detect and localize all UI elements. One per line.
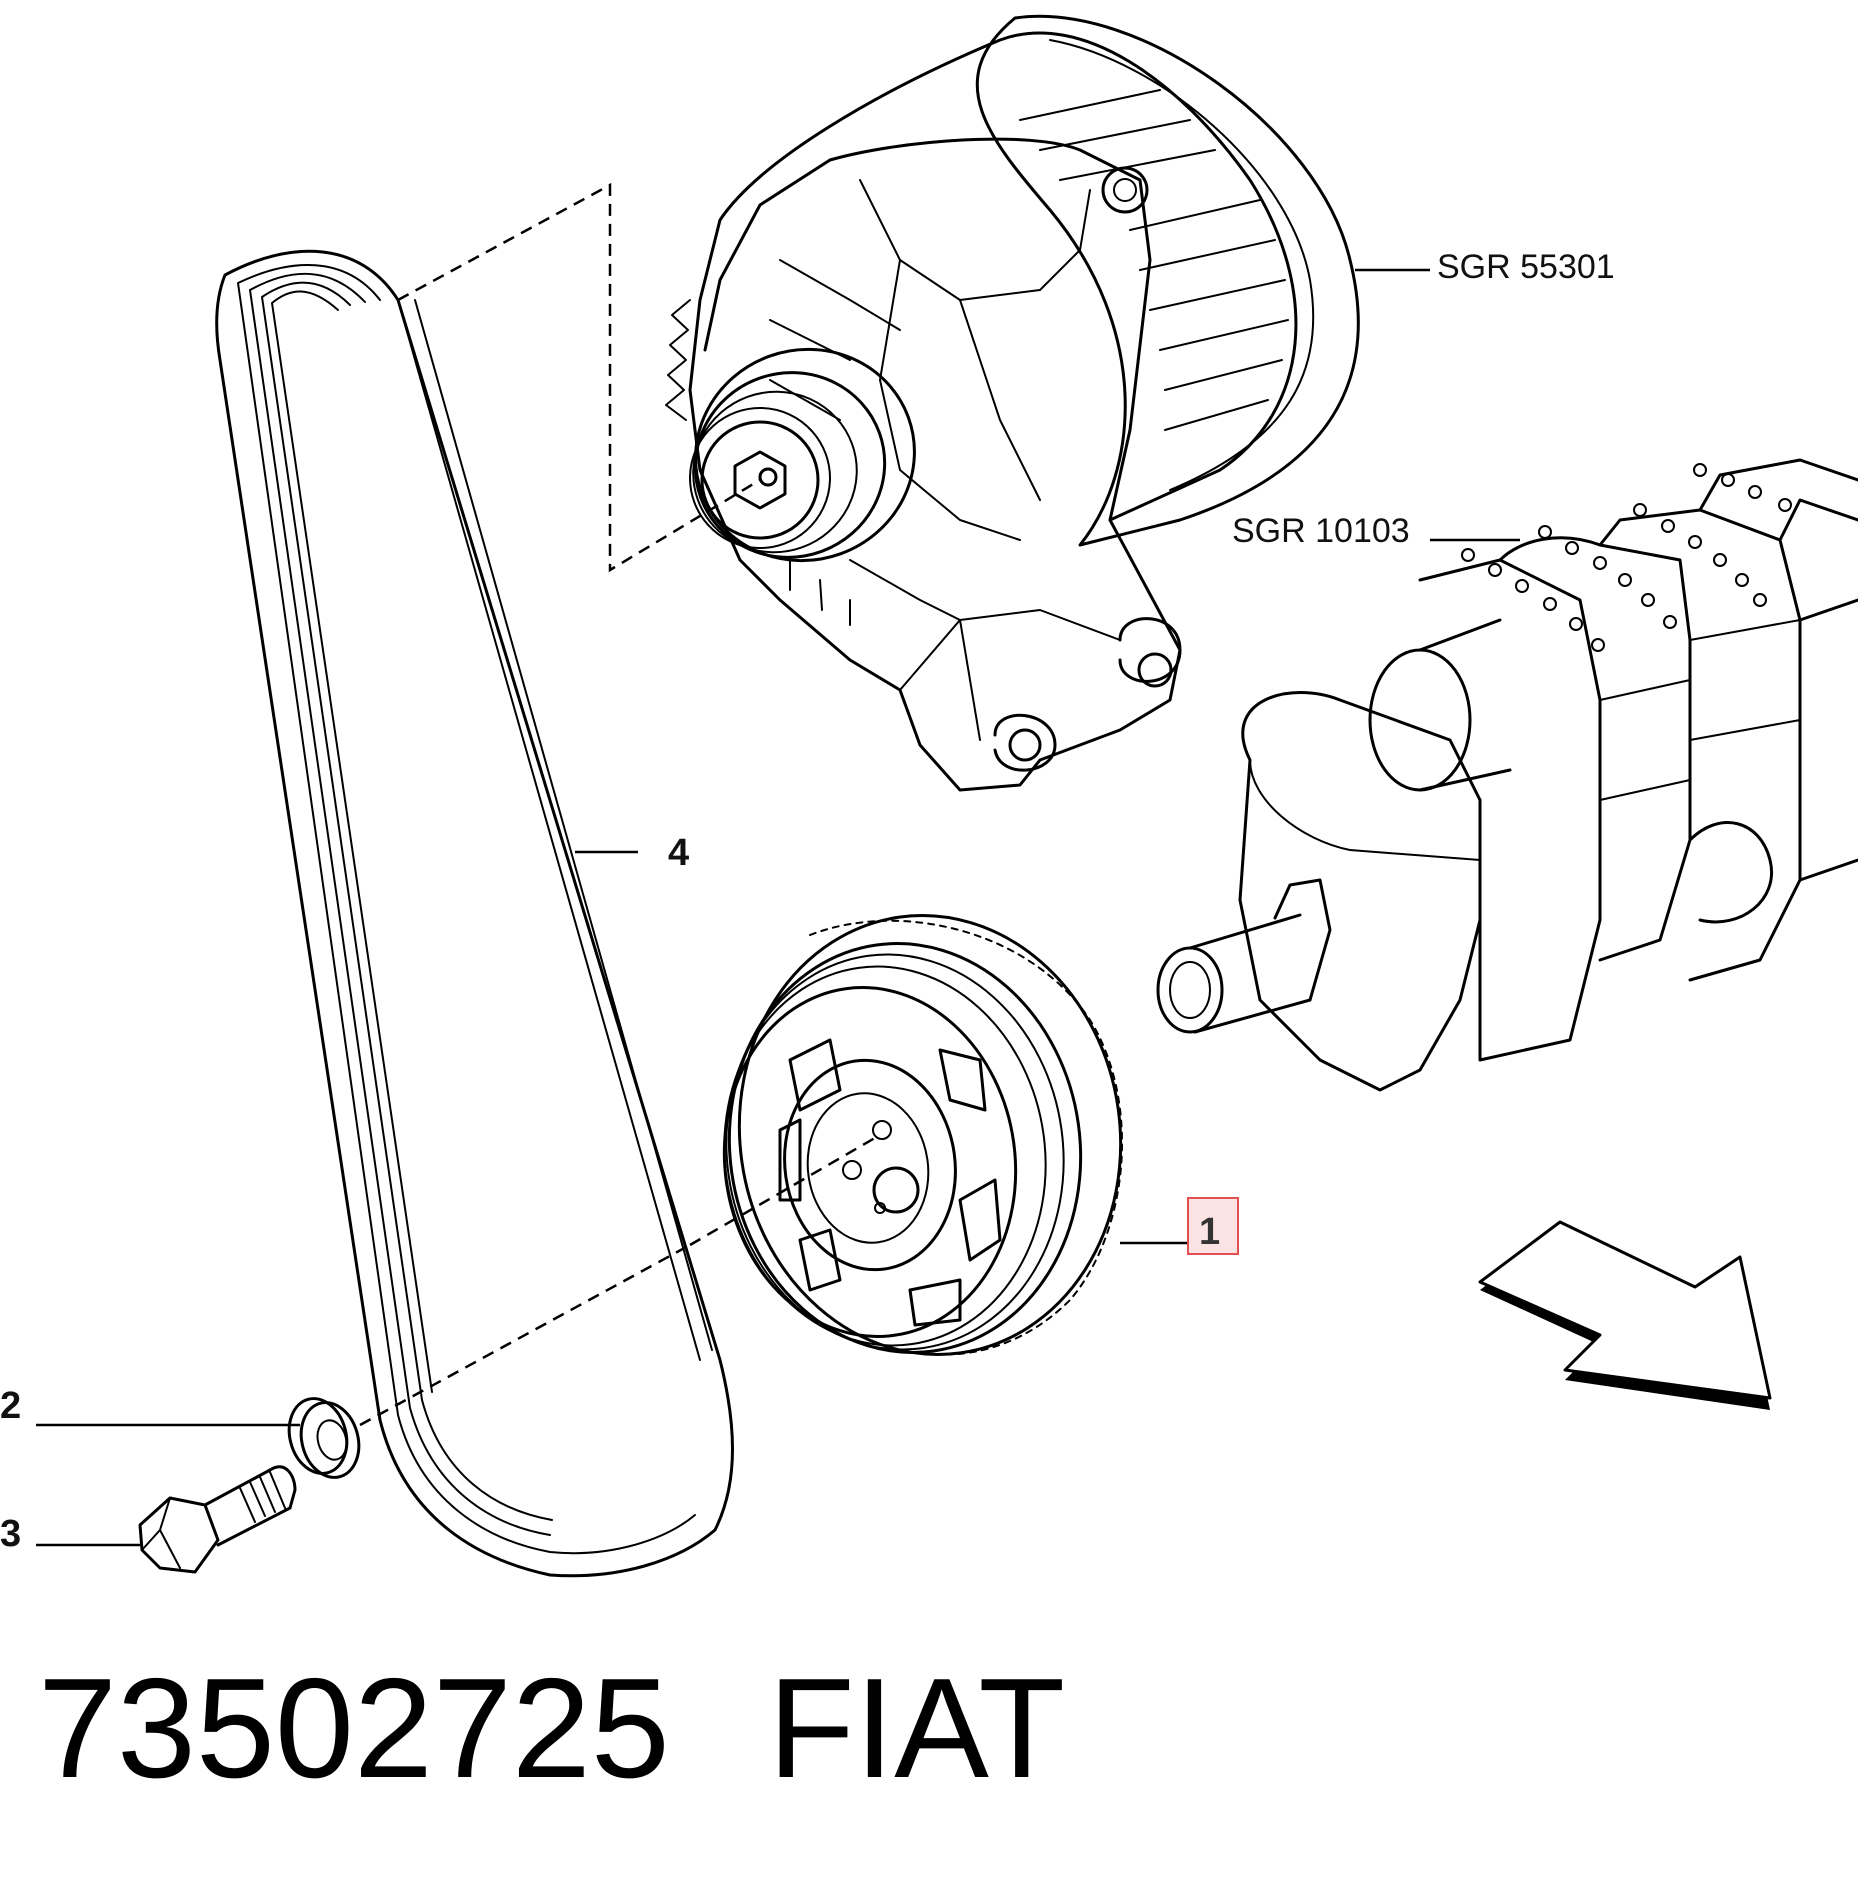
svg-text:1: 1: [1199, 1211, 1220, 1253]
svg-text:2: 2: [0, 1385, 21, 1427]
projection-lines: [359, 182, 881, 1427]
crankshaft-drawing: [1156, 458, 1858, 1092]
poly-v-belt-drawing: [215, 249, 734, 1578]
svg-text:SGR 10103: SGR 10103: [1232, 512, 1410, 550]
highlight-box: [1187, 1197, 1239, 1255]
direction-arrow: [1478, 1220, 1772, 1410]
crankshaft-pulley-drawing: [722, 914, 1123, 1356]
callout-3: 3: [0, 1513, 140, 1555]
part-number: 73502725: [38, 1649, 670, 1808]
bolt-drawing: [138, 1465, 297, 1574]
callout-1-highlighted[interactable]: 1: [1120, 1197, 1239, 1255]
callout-4: 4: [575, 832, 689, 874]
svg-text:3: 3: [0, 1513, 21, 1555]
svg-text:4: 4: [668, 832, 689, 874]
ref-sgr-55301: SGR 55301: [1355, 248, 1615, 286]
alternator-drawing: [665, 14, 1360, 792]
washer-drawing: [287, 1397, 361, 1479]
callout-2: 2: [0, 1385, 300, 1427]
ref-sgr-10103: SGR 10103: [1232, 512, 1520, 550]
svg-text:SGR 55301: SGR 55301: [1437, 248, 1615, 286]
brand-name: FIAT: [768, 1649, 1065, 1808]
